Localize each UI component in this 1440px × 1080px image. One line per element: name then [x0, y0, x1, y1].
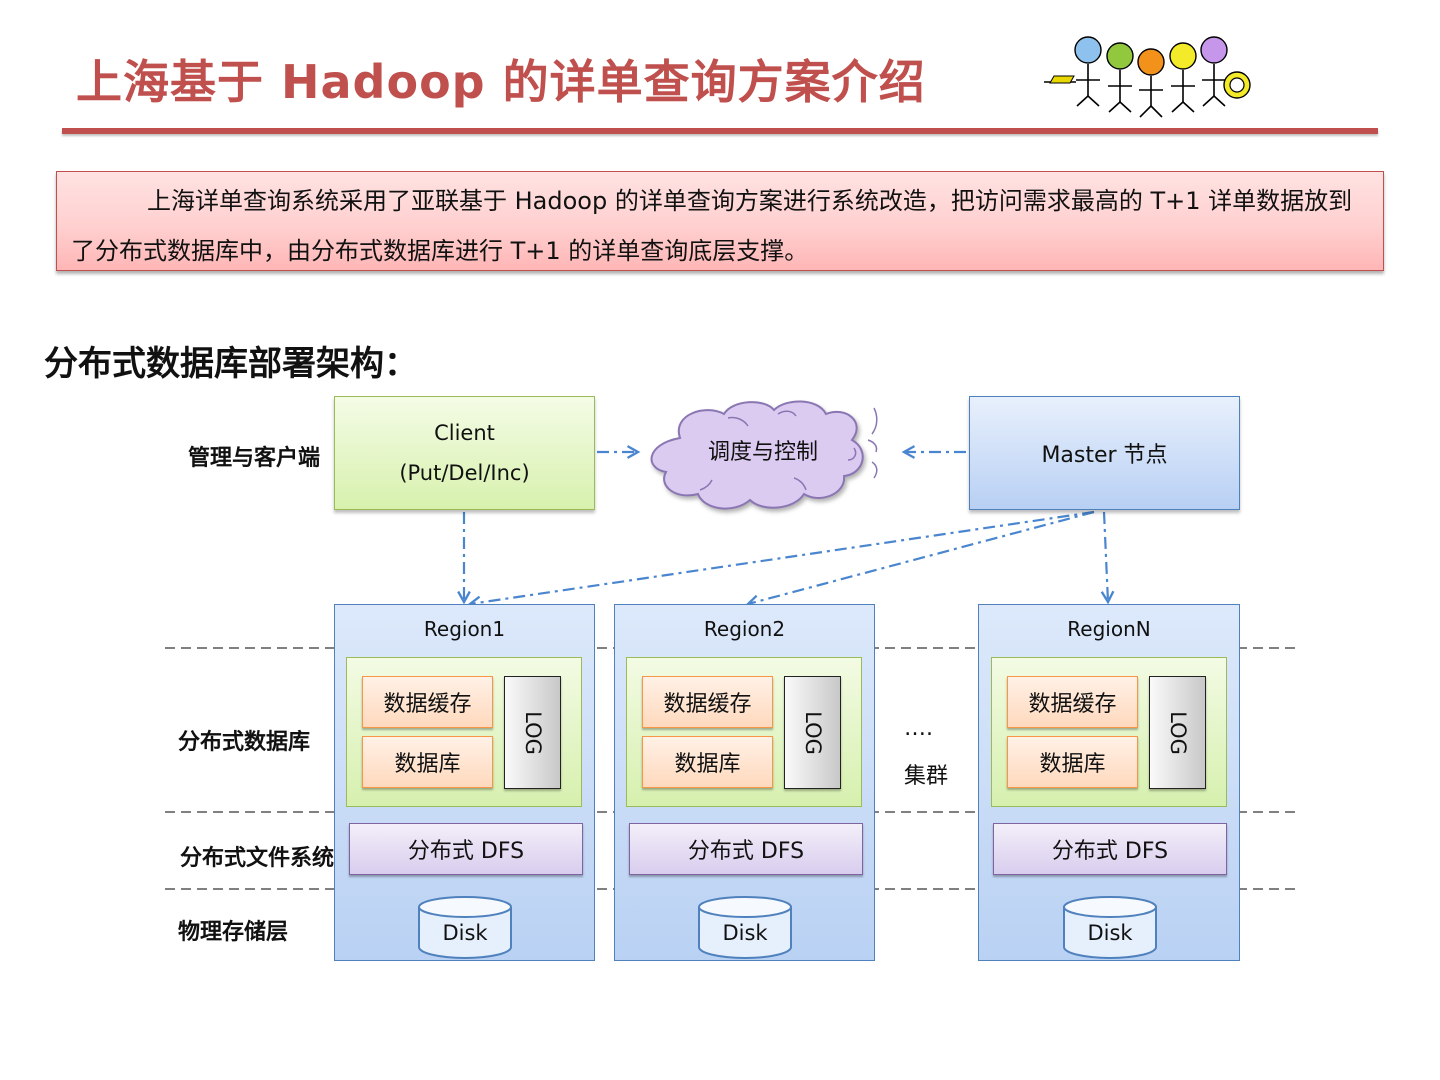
layer-label-filesystem: 分布式文件系统 [180, 840, 334, 872]
log-box: LOG [504, 676, 561, 789]
database-box: 数据库 [362, 736, 493, 788]
arrow-master-to-region1 [470, 512, 1094, 604]
layer-label-database: 分布式数据库 [178, 724, 334, 756]
layer-label-management: 管理与客户端 [188, 440, 334, 472]
log-box: LOG [1149, 676, 1206, 789]
database-box: 数据库 [1007, 736, 1138, 788]
region-n: RegionN 数据缓存 数据库 LOG 分布式 DFS Disk [978, 604, 1240, 961]
region-2: Region2 数据缓存 数据库 LOG 分布式 DFS Disk [614, 604, 875, 961]
region-title: RegionN [979, 617, 1239, 641]
database-panel: 数据缓存 数据库 LOG [626, 657, 862, 807]
dfs-box: 分布式 DFS [993, 823, 1227, 875]
log-box: LOG [784, 676, 841, 789]
client-box: Client (Put/Del/Inc) [334, 396, 595, 510]
log-label: LOG [800, 711, 824, 755]
dfs-box: 分布式 DFS [349, 823, 583, 875]
dfs-box: 分布式 DFS [629, 823, 863, 875]
data-cache-box: 数据缓存 [1007, 676, 1138, 728]
disk-label: Disk [1063, 921, 1157, 945]
data-cache-box: 数据缓存 [362, 676, 493, 728]
scheduler-label: 调度与控制 [690, 434, 836, 466]
disk-label: Disk [698, 921, 792, 945]
data-cache-box: 数据缓存 [642, 676, 773, 728]
cluster-ellipsis: …. [904, 716, 933, 741]
cluster-label: 集群 [904, 758, 948, 790]
database-box: 数据库 [642, 736, 773, 788]
client-label: Client [434, 413, 495, 453]
arrow-master-to-region2 [748, 512, 1094, 604]
region-1: Region1 数据缓存 数据库 LOG 分布式 DFS Disk [334, 604, 595, 961]
region-title: Region2 [615, 617, 874, 641]
client-operations: (Put/Del/Inc) [399, 453, 529, 493]
log-label: LOG [1165, 711, 1189, 755]
layer-label-storage: 物理存储层 [178, 914, 328, 946]
region-title: Region1 [335, 617, 594, 641]
arrow-master-to-regionN [1104, 512, 1108, 602]
log-label: LOG [520, 711, 544, 755]
master-node-box: Master 节点 [969, 396, 1240, 510]
master-node-label: Master 节点 [1041, 437, 1167, 469]
database-panel: 数据缓存 数据库 LOG [991, 657, 1227, 807]
database-panel: 数据缓存 数据库 LOG [346, 657, 582, 807]
disk-label: Disk [418, 921, 512, 945]
